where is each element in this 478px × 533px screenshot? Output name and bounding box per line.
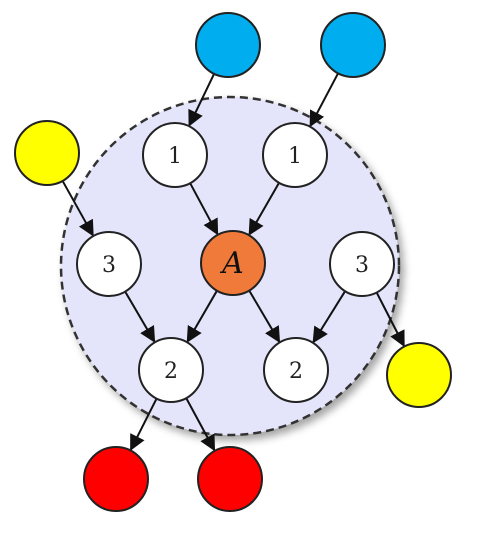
node-n1a-label: 1: [168, 144, 182, 169]
nodes-layer: 1 1 3 3 2 2 A: [14, 12, 452, 512]
node-n2a: 2: [138, 337, 204, 403]
node-n3a-circle: [76, 231, 142, 297]
edge-n1b-A: [248, 182, 280, 236]
node-n1a-circle: [142, 122, 208, 188]
node-b2: [320, 12, 386, 78]
edge-n3a-n2a: [124, 291, 156, 343]
node-n2b-label: 2: [289, 359, 303, 384]
node-y1: [14, 120, 80, 186]
node-r2: [197, 446, 263, 512]
node-A-label: A: [219, 246, 244, 281]
edges-layer: [61, 72, 405, 452]
node-b1: [195, 12, 261, 78]
node-n3a: 3: [76, 231, 142, 297]
node-r2-circle: [197, 446, 263, 512]
node-n1b-circle: [262, 122, 328, 188]
node-b2-circle: [320, 12, 386, 78]
edge-n2a-r1: [129, 398, 158, 451]
edge-y1-n3a: [61, 180, 94, 237]
node-y1-circle: [14, 120, 80, 186]
node-y2: [386, 342, 452, 408]
edge-n3b-n2b: [312, 290, 346, 344]
node-n2a-circle: [138, 337, 204, 403]
edge-b1-n1a: [188, 73, 216, 127]
node-n3b: 3: [329, 231, 395, 297]
edge-n3b-y2: [375, 292, 405, 348]
node-A-circle: [200, 230, 266, 296]
node-n2b: 2: [263, 337, 329, 403]
edge-n1a-A: [189, 182, 219, 236]
node-n3b-circle: [329, 231, 395, 297]
node-n2a-label: 2: [164, 359, 178, 384]
node-r1: [83, 446, 149, 512]
node-y2-circle: [386, 342, 452, 408]
edge-A-n2a: [186, 290, 218, 343]
edge-b2-n1b: [309, 72, 339, 128]
node-n1a: 1: [142, 122, 208, 188]
node-r1-circle: [83, 446, 149, 512]
node-A: A: [200, 230, 266, 296]
node-n1b-label: 1: [288, 144, 302, 169]
node-n1b: 1: [262, 122, 328, 188]
node-n3a-label: 3: [102, 253, 116, 278]
node-n3b-label: 3: [355, 253, 369, 278]
edge-A-n2b: [248, 290, 281, 343]
node-b1-circle: [195, 12, 261, 78]
edge-n2a-r2: [185, 397, 216, 452]
node-n2b-circle: [263, 337, 329, 403]
